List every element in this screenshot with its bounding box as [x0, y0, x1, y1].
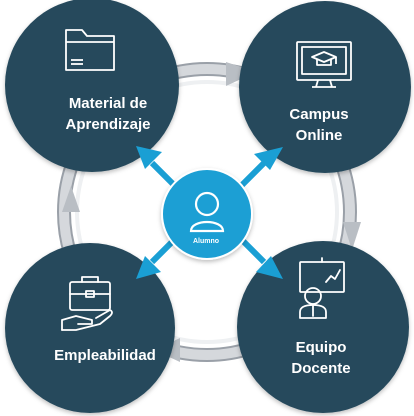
center-label: Alumno [168, 237, 244, 246]
node-equipo-line2: Docente [291, 360, 351, 377]
node-material-line1: Material de [68, 95, 148, 112]
node-empleabilidad-line1: Empleabilidad [54, 347, 156, 364]
node-campus-label: Campus Online [244, 104, 394, 146]
ring-arrowhead-left [62, 186, 80, 212]
arrow-to-material [136, 146, 181, 192]
folder-icon [65, 29, 115, 71]
node-equipo-line1: Equipo [295, 339, 347, 356]
ring-arrowhead-right [343, 222, 361, 250]
briefcase-in-hand-icon [61, 276, 113, 331]
node-material-circle[interactable] [5, 0, 179, 172]
center-label-text: Alumno [192, 238, 220, 245]
node-empleabilidad-circle[interactable] [5, 243, 175, 413]
node-equipo-circle[interactable] [237, 241, 409, 413]
node-material-line2: Aprendizaje [65, 116, 151, 133]
node-campus-line1: Campus [289, 106, 349, 123]
arrow-to-campus [235, 147, 283, 192]
teacher-presentation-icon [299, 257, 345, 319]
user-icon [189, 191, 225, 233]
node-empleabilidad-label: Empleabilidad [20, 345, 190, 366]
node-material-label: Material de Aprendizaje [28, 93, 188, 135]
node-campus-line2: Online [295, 127, 343, 144]
node-equipo-label: Equipo Docente [246, 337, 396, 379]
online-course-monitor-icon [296, 41, 352, 88]
